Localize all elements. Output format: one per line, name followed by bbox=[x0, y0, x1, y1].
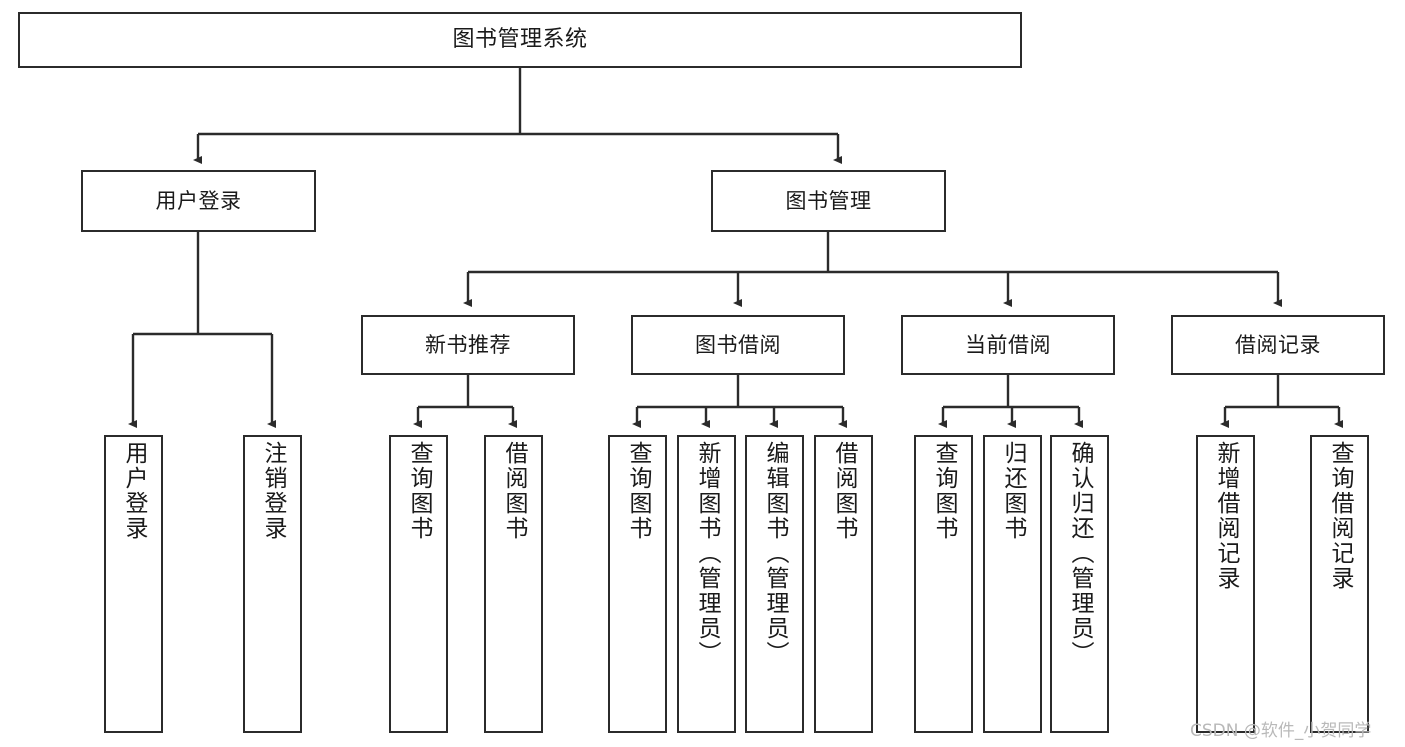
node-label: 用户登录 bbox=[155, 188, 242, 213]
node-current-borrow[interactable]: 当前借阅 bbox=[901, 315, 1115, 375]
leaf-borrow-query-book[interactable]: 查询图书 bbox=[608, 435, 667, 733]
node-book-management[interactable]: 图书管理 bbox=[711, 170, 946, 232]
node-label: 新增借阅记录 bbox=[1213, 441, 1239, 591]
node-label: 图书管理系统 bbox=[452, 27, 588, 53]
node-user-login[interactable]: 用户登录 bbox=[81, 170, 316, 232]
leaf-borrow-add-book-admin[interactable]: 新增图书（管理员） bbox=[677, 435, 736, 733]
node-label: 注销登录 bbox=[260, 441, 286, 541]
leaf-newbook-query-book[interactable]: 查询图书 bbox=[389, 435, 448, 733]
node-label: 图书借阅 bbox=[695, 332, 781, 357]
csdn-watermark: CSDN @软件_小贺同学 bbox=[1190, 721, 1372, 741]
node-label: 新增图书（管理员） bbox=[694, 441, 720, 666]
node-book-borrow[interactable]: 图书借阅 bbox=[631, 315, 845, 375]
node-label: 当前借阅 bbox=[965, 332, 1051, 357]
leaf-record-query-record[interactable]: 查询借阅记录 bbox=[1310, 435, 1369, 733]
node-label: 借阅图书 bbox=[831, 441, 857, 541]
leaf-current-confirm-return-admin[interactable]: 确认归还（管理员） bbox=[1050, 435, 1109, 733]
node-label: 确认归还（管理员） bbox=[1067, 441, 1093, 666]
node-label: 归还图书 bbox=[1000, 441, 1026, 541]
node-label: 查询借阅记录 bbox=[1327, 441, 1353, 591]
leaf-current-return-book[interactable]: 归还图书 bbox=[983, 435, 1042, 733]
node-label: 图书管理 bbox=[785, 188, 872, 213]
leaf-record-add-record[interactable]: 新增借阅记录 bbox=[1196, 435, 1255, 733]
node-label: 查询图书 bbox=[625, 441, 651, 541]
leaf-logout[interactable]: 注销登录 bbox=[243, 435, 302, 733]
leaf-borrow-borrow-book[interactable]: 借阅图书 bbox=[814, 435, 873, 733]
leaf-current-query-book[interactable]: 查询图书 bbox=[914, 435, 973, 733]
leaf-user-login[interactable]: 用户登录 bbox=[104, 435, 163, 733]
leaf-newbook-borrow-book[interactable]: 借阅图书 bbox=[484, 435, 543, 733]
node-root-system[interactable]: 图书管理系统 bbox=[18, 12, 1022, 68]
node-label: 编辑图书（管理员） bbox=[762, 441, 788, 666]
node-label: 新书推荐 bbox=[425, 332, 511, 357]
node-new-book-recommend[interactable]: 新书推荐 bbox=[361, 315, 575, 375]
node-borrow-record[interactable]: 借阅记录 bbox=[1171, 315, 1385, 375]
node-label: 借阅图书 bbox=[501, 441, 527, 541]
node-label: 借阅记录 bbox=[1235, 332, 1321, 357]
node-label: 用户登录 bbox=[121, 441, 147, 541]
leaf-borrow-edit-book-admin[interactable]: 编辑图书（管理员） bbox=[745, 435, 804, 733]
node-label: 查询图书 bbox=[406, 441, 432, 541]
node-label: 查询图书 bbox=[931, 441, 957, 541]
